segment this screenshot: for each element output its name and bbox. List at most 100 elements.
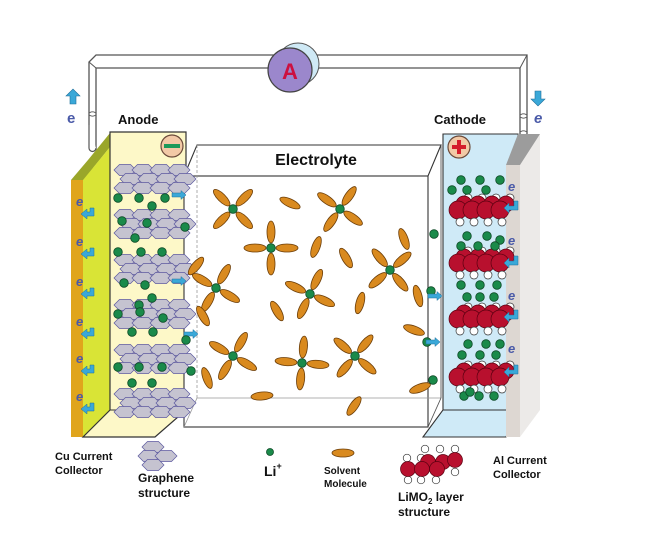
electron-label: e (508, 179, 515, 194)
electron-in-cathode: e (530, 90, 546, 127)
arrow-up-icon (65, 88, 81, 105)
li-ion (350, 351, 360, 361)
oxygen-atom (455, 270, 465, 280)
oxygen-atom (420, 444, 430, 454)
li-ion (495, 339, 505, 349)
li-ion (482, 231, 492, 241)
li-ion (119, 278, 129, 288)
solvent-molecule (266, 252, 276, 276)
solvent-molecule (234, 332, 248, 353)
limo2-layer (448, 302, 515, 336)
oxygen-atom (435, 444, 445, 454)
li-ion (113, 309, 123, 319)
legend-li-ion: Li+ (264, 461, 282, 479)
li-ion (463, 339, 473, 349)
solvent-molecule (266, 220, 276, 244)
li-ion (147, 201, 157, 211)
li-ion (140, 280, 150, 290)
li-ion (160, 193, 170, 203)
graphene-cell (167, 317, 191, 329)
electrolyte-label: Electrolyte (275, 152, 357, 169)
oxygen-atom (483, 217, 493, 227)
electron-label: e (508, 341, 515, 356)
electron-arrow-icon (80, 287, 95, 300)
oxygen-atom (497, 326, 507, 336)
oxygen-atom (402, 453, 412, 463)
solvent-molecule (358, 358, 377, 375)
solvent-molecule (250, 391, 274, 401)
arrow-down-icon (530, 90, 546, 107)
electron-label: e (508, 288, 515, 303)
li-ion (481, 185, 491, 195)
oxygen-atom (469, 270, 479, 280)
solvent-molecule (187, 256, 205, 276)
oxygen-atom (483, 326, 493, 336)
electron-label: e (76, 389, 83, 404)
li-ion (180, 222, 190, 232)
li-ion (491, 350, 501, 360)
li-ion (228, 204, 238, 214)
li-ion (148, 327, 158, 337)
electron-label: e (67, 110, 75, 127)
solvent-molecule (393, 251, 412, 268)
solvent-molecule (235, 211, 253, 229)
electron-label: e (534, 110, 542, 127)
legend-solvent-icon (331, 448, 355, 458)
electron-label: e (76, 194, 83, 209)
solvent-molecule (219, 289, 240, 303)
legend-al-collector: Al Current Collector (493, 455, 550, 481)
solvent-molecule (412, 284, 424, 308)
solvent-molecule (284, 280, 307, 294)
metal-atom (414, 461, 430, 477)
legend-limo2: LiMO2 layer structure (398, 490, 467, 519)
electron-arrow-icon (503, 309, 519, 323)
oxygen-atom (455, 384, 465, 394)
solvent-molecule (196, 305, 210, 327)
li-ion (134, 193, 144, 203)
li-ion (127, 378, 137, 388)
solvent-molecule (357, 334, 374, 353)
li-ion (473, 241, 483, 251)
solvent-molecule (339, 247, 353, 269)
solvent-molecule (346, 396, 362, 416)
electron-label: e (508, 233, 515, 248)
li-ion (211, 283, 221, 293)
legend-graphene-icon (137, 441, 178, 471)
solvent-molecule (409, 382, 431, 394)
li-ion (181, 335, 191, 345)
li-ion (127, 327, 137, 337)
solvent-molecule (218, 359, 232, 380)
oxygen-atom (483, 270, 493, 280)
oxygen-atom (416, 475, 426, 485)
oxygen-atom (403, 475, 413, 485)
oxygen-atom (431, 475, 441, 485)
solvent-molecule (310, 236, 322, 258)
electron-arrow-icon (80, 402, 95, 415)
graphene-layer (113, 254, 197, 284)
oxygen-atom (450, 467, 460, 477)
oxygen-atom (497, 217, 507, 227)
cathode-label: Cathode (434, 112, 486, 127)
electron-label: e (76, 234, 83, 249)
metal-atom (429, 461, 445, 477)
electron-label: e (76, 314, 83, 329)
solvent-molecule (368, 272, 387, 289)
graphene-layer (113, 344, 197, 374)
graphene-layer (113, 299, 197, 329)
solvent-molecule (235, 189, 253, 207)
li-ion (447, 185, 457, 195)
solvent-molecule (296, 367, 306, 391)
graphene-layer (113, 164, 197, 194)
oxygen-atom (497, 270, 507, 280)
li-ion (117, 216, 127, 226)
cu-current-collector (71, 133, 110, 437)
solvent-molecule (201, 367, 213, 389)
solvent-molecule (310, 268, 324, 291)
legend: Cu Current Collector Graphene structure … (55, 451, 550, 519)
metal-atom (400, 461, 416, 477)
solvent-molecule (275, 243, 299, 253)
li-ion (266, 448, 274, 456)
li-ion (456, 175, 466, 185)
anode-label: Anode (118, 112, 158, 127)
li-ion (147, 378, 157, 388)
